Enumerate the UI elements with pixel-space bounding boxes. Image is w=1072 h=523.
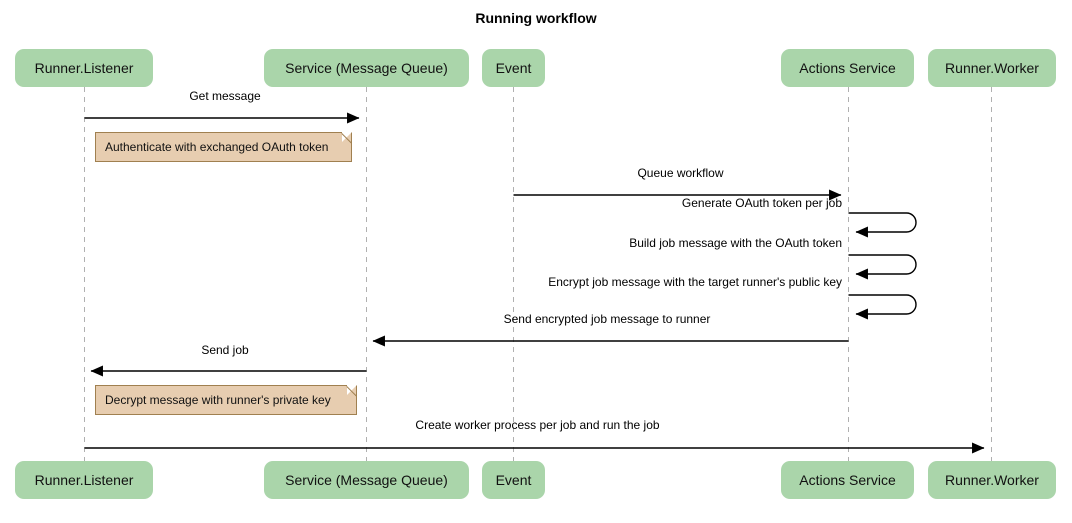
note-decrypt-note: Decrypt message with runner's private ke… (95, 385, 357, 415)
participant-runner-listener-header[interactable]: Runner.Listener (15, 49, 153, 87)
participant-label: Event (495, 60, 532, 76)
participant-label: Actions Service (799, 472, 896, 488)
participant-label: Runner.Worker (945, 60, 1039, 76)
note-label: Decrypt message with runner's private ke… (105, 393, 331, 407)
participant-service-queue-footer[interactable]: Service (Message Queue) (264, 461, 469, 499)
note-authenticate-note: Authenticate with exchanged OAuth token (95, 132, 352, 162)
participant-label: Service (Message Queue) (285, 60, 448, 76)
participant-label: Runner.Listener (34, 60, 134, 76)
message-label-queue-workflow: Queue workflow (637, 166, 724, 180)
lifelines-group (84, 87, 992, 461)
message-label-build-job-message: Build job message with the OAuth token (629, 236, 842, 250)
participant-label: Event (495, 472, 532, 488)
message-label-encrypt-job-message: Encrypt job message with the target runn… (548, 275, 842, 289)
participant-label: Actions Service (799, 60, 896, 76)
participant-runner-worker-header[interactable]: Runner.Worker (928, 49, 1056, 87)
participant-label: Runner.Listener (34, 472, 134, 488)
message-self-build-job-message (848, 254, 917, 280)
participant-actions-service-footer[interactable]: Actions Service (781, 461, 914, 499)
message-label-send-job: Send job (201, 343, 249, 357)
participant-label: Runner.Worker (945, 472, 1039, 488)
participant-runner-listener-footer[interactable]: Runner.Listener (15, 461, 153, 499)
page-title: Running workflow (475, 10, 597, 26)
message-label-send-encrypted-job-message: Send encrypted job message to runner (503, 312, 711, 326)
message-label-generate-oauth-token: Generate OAuth token per job (681, 196, 842, 210)
participant-runner-worker-footer[interactable]: Runner.Worker (928, 461, 1056, 499)
note-fold-corner-decrypt-note (347, 385, 357, 395)
message-self-generate-oauth-token (848, 212, 917, 238)
participant-actions-service-header[interactable]: Actions Service (781, 49, 914, 87)
message-label-get-message: Get message (189, 89, 261, 103)
participant-service-queue-header[interactable]: Service (Message Queue) (264, 49, 469, 87)
participant-event-footer[interactable]: Event (482, 461, 545, 499)
message-self-encrypt-job-message (848, 294, 917, 320)
participant-label: Service (Message Queue) (285, 472, 448, 488)
messages-group (84, 112, 985, 454)
participant-event-header[interactable]: Event (482, 49, 545, 87)
message-label-create-worker-process: Create worker process per job and run th… (415, 418, 660, 432)
note-label: Authenticate with exchanged OAuth token (105, 140, 329, 154)
note-fold-corner-authenticate-note (342, 132, 352, 142)
